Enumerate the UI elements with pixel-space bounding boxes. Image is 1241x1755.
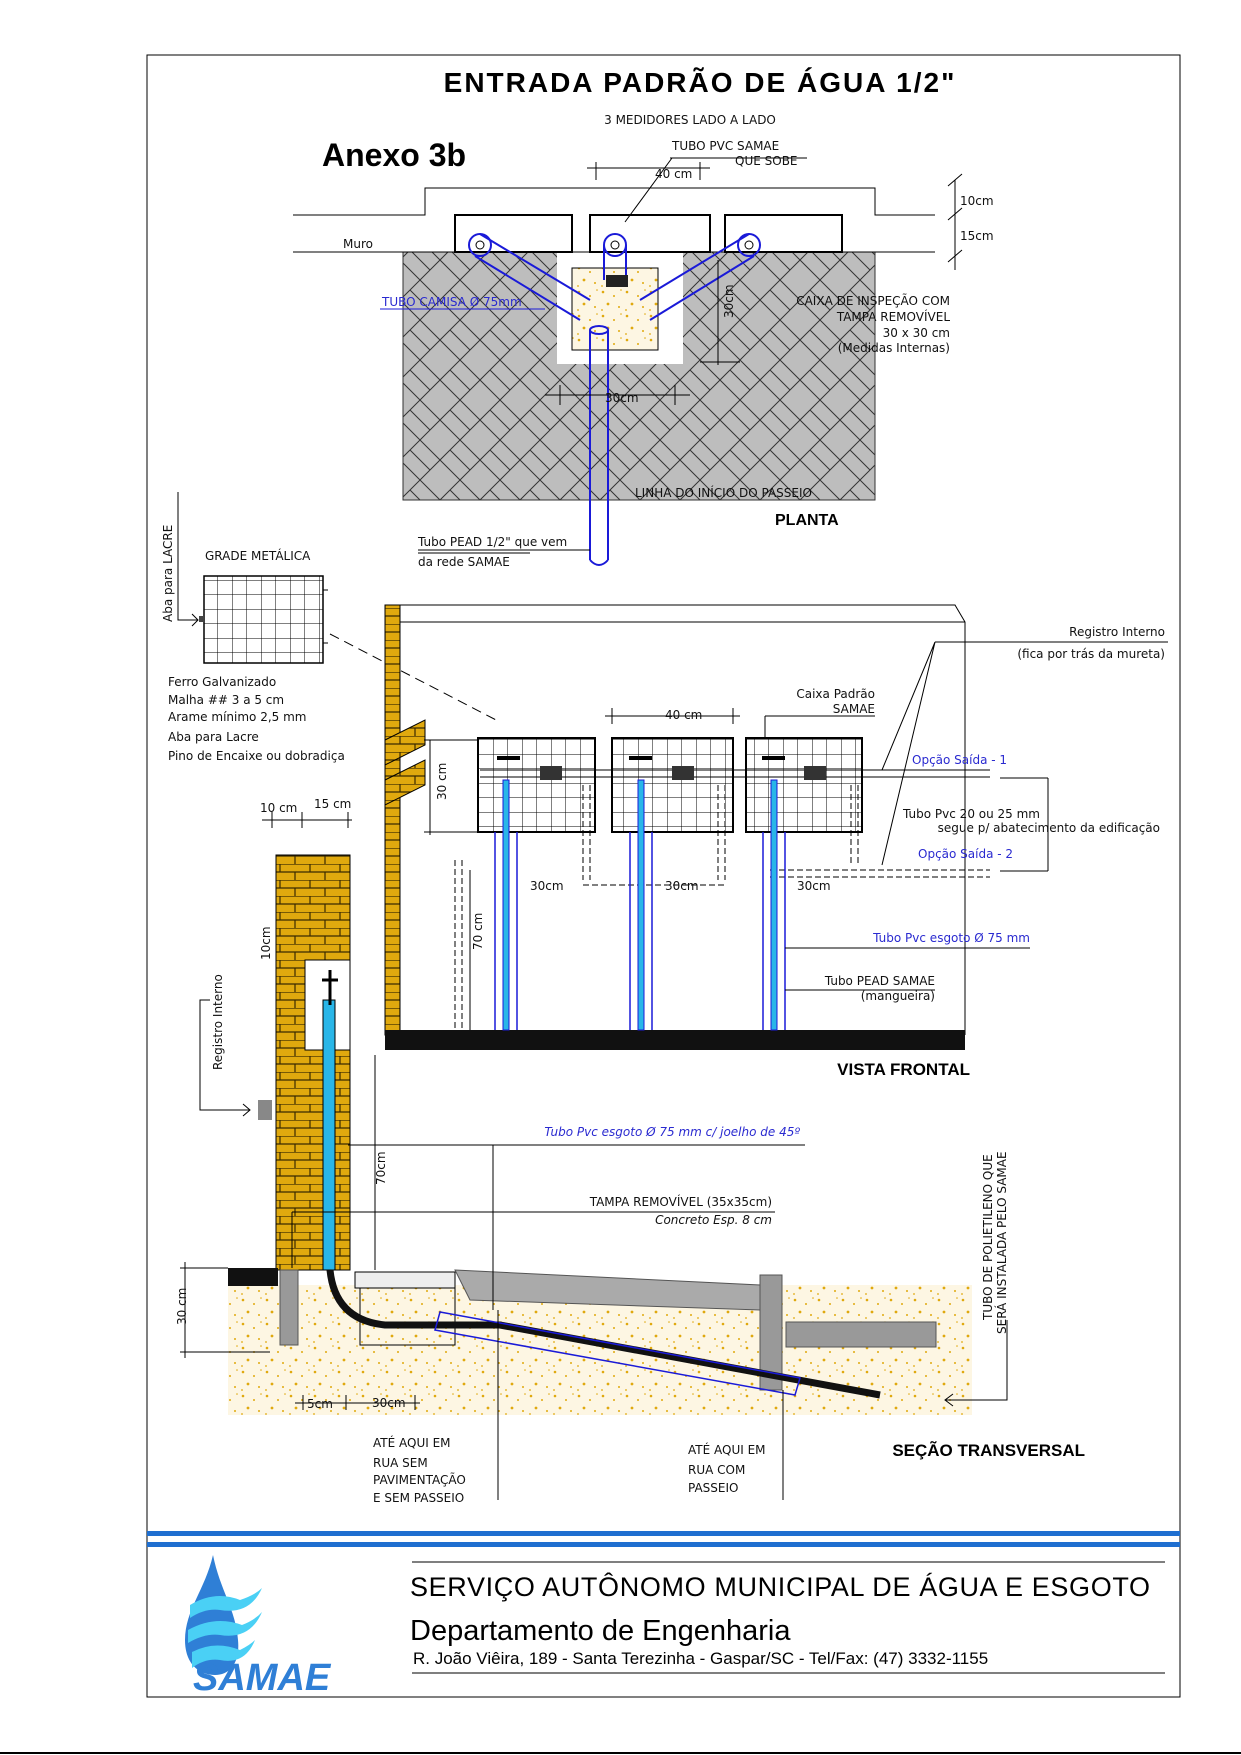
dim-40 — [587, 162, 710, 180]
caixa-padrao-label: Caixa Padrão — [796, 687, 875, 701]
sleeve-pipe — [434, 1311, 801, 1396]
wall-outline — [293, 187, 935, 216]
tubo-pvc-20-label: Tubo Pvc 20 ou 25 mm — [902, 807, 1040, 821]
aba-arrow — [177, 492, 199, 627]
grade-note: Aba para Lacre — [168, 730, 259, 744]
planta-heading: PLANTA — [775, 512, 839, 529]
dim-15-label: 15 cm — [314, 797, 351, 811]
registro-interno-label: Registro Interno — [1069, 625, 1165, 639]
ate-aqui-sem-label: PAVIMENTAÇÃO — [373, 1472, 466, 1487]
department-name: Departamento de Engenharia — [410, 1615, 791, 1647]
ate-aqui-sem-label: RUA SEM — [373, 1456, 428, 1470]
dim-30h-label: 30cm — [605, 391, 639, 405]
ate-aqui-sem-label: ATÉ AQUI EM — [373, 1435, 451, 1450]
pead-label-1: Tubo PEAD 1/2" que vem — [417, 535, 567, 549]
caixa-label-4: (Medidas Internas) — [838, 341, 950, 355]
secao-heading: SEÇÃO TRANSVERSAL — [892, 1440, 1085, 1460]
dim-30v-label: 30 cm — [175, 1288, 189, 1325]
grade-title: GRADE METÁLICA — [205, 548, 311, 563]
dim-70-label: 70cm — [374, 1151, 388, 1185]
vista-frontal-heading: VISTA FRONTAL — [837, 1060, 970, 1079]
meter-niche-2 — [589, 214, 711, 253]
dim-40-label: 40 cm — [665, 708, 702, 722]
caixa-label-2: TAMPA REMOVÍVEL — [836, 309, 951, 324]
caixa-padrao-label-2: SAMAE — [833, 702, 875, 716]
grade-note: Arame mínimo 2,5 mm — [168, 710, 306, 724]
dim-30v-label: 30cm — [722, 284, 736, 318]
pead-label-2: da rede SAMAE — [418, 555, 510, 569]
ground-line — [385, 1030, 965, 1050]
polietileno-label-1: TUBO DE POLIETILENO QUE — [981, 1154, 995, 1321]
opcao-saida-2-label: Opção Saída - 2 — [918, 847, 1013, 861]
dim-10-label: 10 cm — [260, 801, 297, 815]
ate-aqui-sem-label: E SEM PASSEIO — [373, 1491, 464, 1505]
mangueira-label: (mangueira) — [861, 989, 935, 1003]
ate-aqui-com-label: ATÉ AQUI EM — [688, 1442, 766, 1457]
registro-note-label: (fica por trás da mureta) — [1017, 647, 1165, 661]
front-view: 40 cm Caixa Padrão SAMAE Registro Intern… — [384, 604, 1168, 1079]
dim-30-label: 30cm — [665, 879, 699, 893]
dim-wall — [947, 173, 963, 270]
opcao-saida-1-label: Opção Saída - 1 — [912, 753, 1007, 767]
tubo-pvc-label: TUBO PVC SAMAE — [671, 139, 779, 153]
aba-lacre-label: Aba para LACRE — [161, 525, 175, 622]
sheet-frame — [146, 54, 1181, 1698]
leader-tubo-pvc — [624, 157, 807, 223]
metal-grid-detail: Aba para LACRE GRADE METÁLICA Ferro Galv… — [161, 492, 501, 763]
tampa-label: TAMPA REMOVÍVEL (35x35cm) — [589, 1194, 772, 1209]
meter-boxes — [454, 737, 990, 1030]
address: R. João Viêira, 189 - Santa Terezinha - … — [413, 1649, 988, 1668]
annex-label: Anexo 3b — [322, 137, 466, 173]
grade-note: Ferro Galvanizado — [168, 675, 276, 689]
concreto-label: Concreto Esp. 8 cm — [655, 1213, 772, 1227]
meter-niche-1 — [454, 214, 573, 253]
sleeve-pipes — [468, 233, 761, 566]
tubo-pvc-20-note: segue p/ abatecimento da edificação — [938, 821, 1160, 835]
meter-niche-3 — [724, 214, 843, 253]
subtitle: 3 MEDIDORES LADO A LADO — [604, 113, 776, 127]
esgoto-45-label: Tubo Pvc esgoto Ø 75 mm c/ joelho de 45º — [544, 1125, 800, 1139]
pead-samae-label: Tubo PEAD SAMAE — [824, 974, 935, 988]
grade-note: Pino de Encaixe ou dobradiça — [168, 749, 345, 763]
org-name: SERVIÇO AUTÔNOMO MUNICIPAL DE ÁGUA E ESG… — [410, 1571, 1150, 1602]
caixa-label-3: 30 x 30 cm — [883, 326, 950, 340]
dim-15-label: 15cm — [960, 229, 994, 243]
samae-logo-text: SAMAE — [193, 1657, 332, 1699]
dim-70-label: 70 cm — [471, 913, 485, 950]
dim-10v-label: 10cm — [259, 926, 273, 960]
dim-30-label: 30cm — [797, 879, 831, 893]
polietileno-label-2: SERÁ INSTALADA PELO SAMAE — [994, 1151, 1009, 1334]
samae-logo: SAMAE — [185, 1555, 332, 1699]
brick-wall — [275, 854, 351, 1271]
dim-30-v — [700, 260, 740, 365]
caixa-label-1: CAIXA DE INSPEÇÃO COM — [796, 293, 950, 308]
dim-30v-label: 30 cm — [435, 763, 449, 800]
mureta-outline — [385, 604, 966, 1035]
dim-30-h — [545, 385, 690, 405]
ate-aqui-com-label: RUA COM — [688, 1463, 745, 1477]
dim-30-label: 30cm — [372, 1396, 406, 1410]
tubo-pvc-label-2: QUE SOBE — [735, 154, 798, 168]
dim-5-label: 5cm — [307, 1397, 333, 1411]
tubo-camisa-label: TUBO CAMISA Ø 75mm — [381, 295, 522, 309]
dim-30-label: 30cm — [530, 879, 564, 893]
grid-callout-leader — [329, 633, 501, 723]
muro-label: Muro — [343, 237, 373, 251]
leader-pead — [418, 549, 590, 554]
title: ENTRADA PADRÃO DE ÁGUA 1/2" — [444, 67, 957, 98]
linha-passeio-label: LINHA DO INÍCIO DO PASSEIO — [635, 485, 812, 500]
plan-view: 40 cm TUBO PVC SAMAE QUE SOBE Muro 10cm … — [293, 139, 994, 569]
ate-aqui-com-label: PASSEIO — [688, 1481, 738, 1495]
metal-grid — [203, 575, 324, 664]
blue-pipes — [494, 779, 786, 1031]
footer: SAMAE SERVIÇO AUTÔNOMO MUNICIPAL DE ÁGUA… — [147, 1531, 1180, 1699]
dim-10-label: 10cm — [960, 194, 994, 208]
cross-section: 10 cm 15 cm Registro Interno 10cm 70cm T… — [175, 797, 1085, 1505]
esgoto-label: Tubo Pvc esgoto Ø 75 mm — [872, 931, 1030, 945]
polyethylene-pipe — [326, 1269, 881, 1399]
removable-lid — [354, 1271, 456, 1289]
grade-note: Malha ## 3 a 5 cm — [168, 693, 284, 707]
dim-40-label: 40 cm — [655, 167, 692, 181]
registro-interno-label: Registro Interno — [211, 974, 225, 1070]
